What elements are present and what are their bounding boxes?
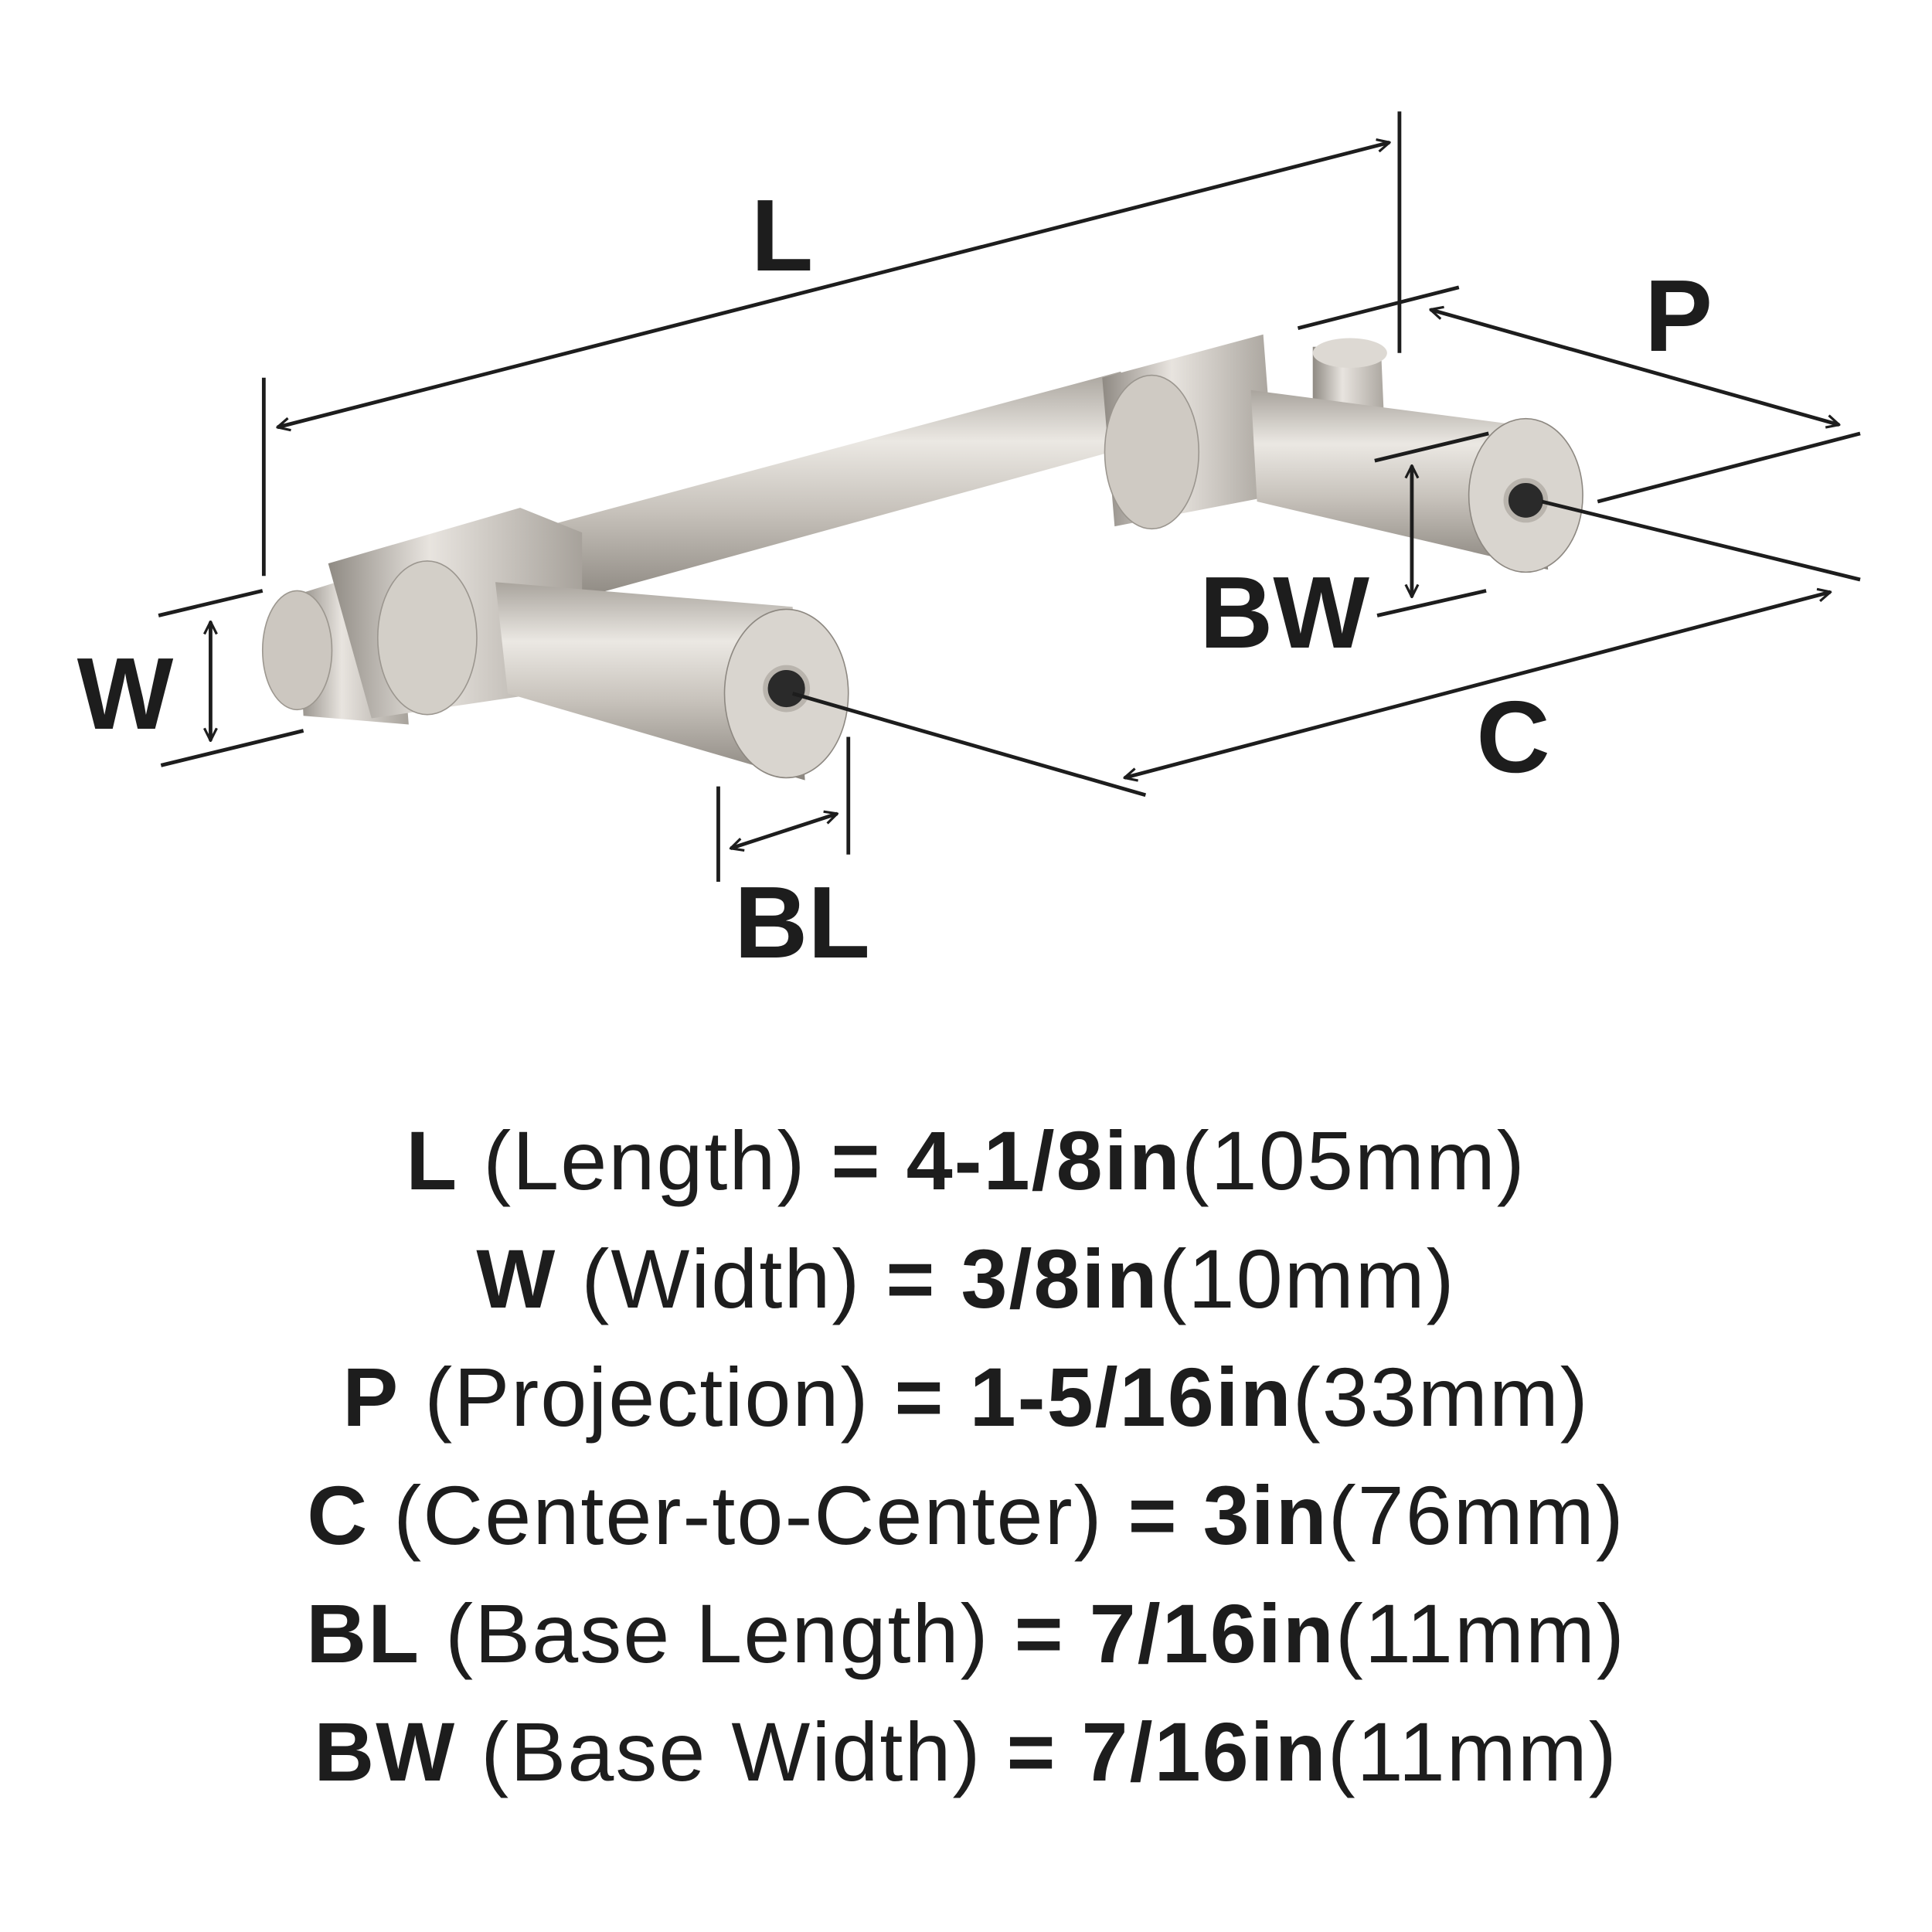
dimension-label-l: L <box>750 179 814 292</box>
spec-imperial: 4-1/8in <box>906 1114 1182 1207</box>
spec-equals: = <box>894 1350 945 1444</box>
spec-name: (Projection) <box>424 1350 870 1444</box>
pull-bar <box>545 371 1134 605</box>
specifications-list: L (Length) = 4-1/8in(105mm) W (Width) = … <box>0 1101 1932 1811</box>
dimension-label-p: P <box>1644 259 1713 372</box>
spec-code: BW <box>314 1705 457 1798</box>
spec-imperial: 7/16in <box>1089 1587 1335 1680</box>
dimension-label-w: W <box>77 637 174 750</box>
p-arrow <box>1430 310 1839 425</box>
right-screw-hole <box>1503 478 1549 523</box>
c-arrow <box>1124 592 1830 777</box>
spec-name: (Base Width) <box>481 1705 982 1798</box>
spec-length: L (Length) = 4-1/8in(105mm) <box>0 1101 1932 1219</box>
left-screw-hole <box>763 665 811 713</box>
c-extension-left <box>791 692 1147 798</box>
spec-center-to-center: C (Center-to-Center) = 3in(76mm) <box>0 1456 1932 1574</box>
spec-metric: (33mm) <box>1292 1350 1590 1444</box>
spec-code: BL <box>306 1587 421 1680</box>
p-extension-bottom <box>1597 431 1861 504</box>
c-extension-right <box>1541 499 1861 582</box>
left-end-cap <box>261 590 333 711</box>
spec-code: C <box>307 1468 369 1562</box>
spec-base-length: BL (Base Length) = 7/16in(11mm) <box>0 1574 1932 1692</box>
spec-metric: (105mm) <box>1181 1114 1526 1207</box>
right-post <box>1102 334 1583 573</box>
dimension-label-c: C <box>1476 680 1550 794</box>
spec-equals: = <box>1128 1468 1179 1562</box>
spec-name: (Width) <box>581 1232 862 1325</box>
spec-projection: P (Projection) = 1-5/16in(33mm) <box>0 1338 1932 1456</box>
w-extension-bottom <box>160 729 304 767</box>
spec-imperial: 1-5/16in <box>969 1350 1293 1444</box>
spec-equals: = <box>886 1232 937 1325</box>
spec-width: W (Width) = 3/8in(10mm) <box>0 1219 1932 1338</box>
spec-metric: (11mm) <box>1327 1705 1618 1798</box>
spec-imperial: 7/16in <box>1081 1705 1328 1798</box>
spec-base-width: BW (Base Width) = 7/16in(11mm) <box>0 1692 1932 1811</box>
bl-arrow <box>731 814 838 849</box>
spec-metric: (76mm) <box>1328 1468 1625 1562</box>
spec-code: W <box>476 1232 557 1325</box>
dimension-label-bl: BL <box>734 866 870 979</box>
spec-name: (Center-to-Center) <box>393 1468 1104 1562</box>
spec-imperial: 3in <box>1202 1468 1328 1562</box>
spec-code: L <box>406 1114 459 1207</box>
l-arrow <box>277 142 1389 427</box>
spec-equals: = <box>1006 1705 1057 1798</box>
p-extension-top <box>1297 285 1460 331</box>
bw-extension-bottom <box>1376 589 1487 617</box>
w-extension-top <box>158 589 264 617</box>
dimension-lines <box>158 111 1861 883</box>
spec-name: (Base Length) <box>445 1587 990 1680</box>
left-post <box>261 508 849 781</box>
spec-metric: (11mm) <box>1335 1587 1626 1680</box>
spec-imperial: 3/8in <box>961 1232 1159 1325</box>
spec-name: (Length) <box>483 1114 807 1207</box>
spec-equals: = <box>831 1114 882 1207</box>
bw-extension-top <box>1374 431 1489 463</box>
spec-equals: = <box>1014 1587 1065 1680</box>
cabinet-pull <box>261 334 1583 781</box>
spec-code: P <box>342 1350 400 1444</box>
dimension-label-bw: BW <box>1199 556 1369 669</box>
spec-metric: (10mm) <box>1158 1232 1456 1325</box>
